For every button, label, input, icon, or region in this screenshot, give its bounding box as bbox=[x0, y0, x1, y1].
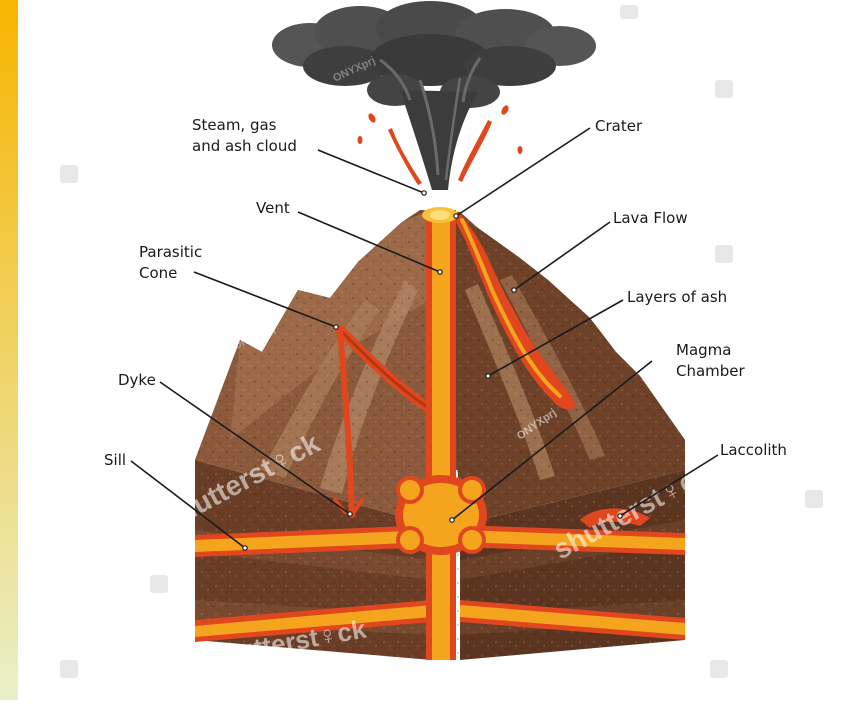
side-strip bbox=[0, 0, 18, 700]
label-steam-gas-ash-cloud: Steam, gas and ash cloud bbox=[192, 115, 297, 157]
label-magma-line1: Magma bbox=[676, 340, 745, 361]
label-steam-line1: Steam, gas bbox=[192, 115, 297, 136]
vent-pipe bbox=[422, 207, 458, 660]
ash-cloud bbox=[272, 1, 596, 190]
label-parasitic-cone: Parasitic Cone bbox=[139, 242, 202, 284]
label-magma-chamber: Magma Chamber bbox=[676, 340, 745, 382]
label-vent: Vent bbox=[256, 198, 290, 219]
label-parasitic-line2: Cone bbox=[139, 263, 202, 284]
label-lava-flow: Lava Flow bbox=[613, 208, 688, 229]
magma-chamber-shape bbox=[395, 475, 487, 555]
label-crater: Crater bbox=[595, 116, 642, 137]
svg-text:shutterstock: shutterstock bbox=[729, 287, 843, 384]
label-laccolith: Laccolith bbox=[720, 440, 787, 461]
label-dyke: Dyke bbox=[118, 370, 156, 391]
label-parasitic-line1: Parasitic bbox=[139, 242, 202, 263]
label-sill: Sill bbox=[104, 450, 126, 471]
svg-text:shutterstock: shutterstock bbox=[749, 0, 843, 64]
label-magma-line2: Chamber bbox=[676, 361, 745, 382]
label-layers-of-ash: Layers of ash bbox=[627, 287, 727, 308]
label-steam-line2: and ash cloud bbox=[192, 136, 297, 157]
